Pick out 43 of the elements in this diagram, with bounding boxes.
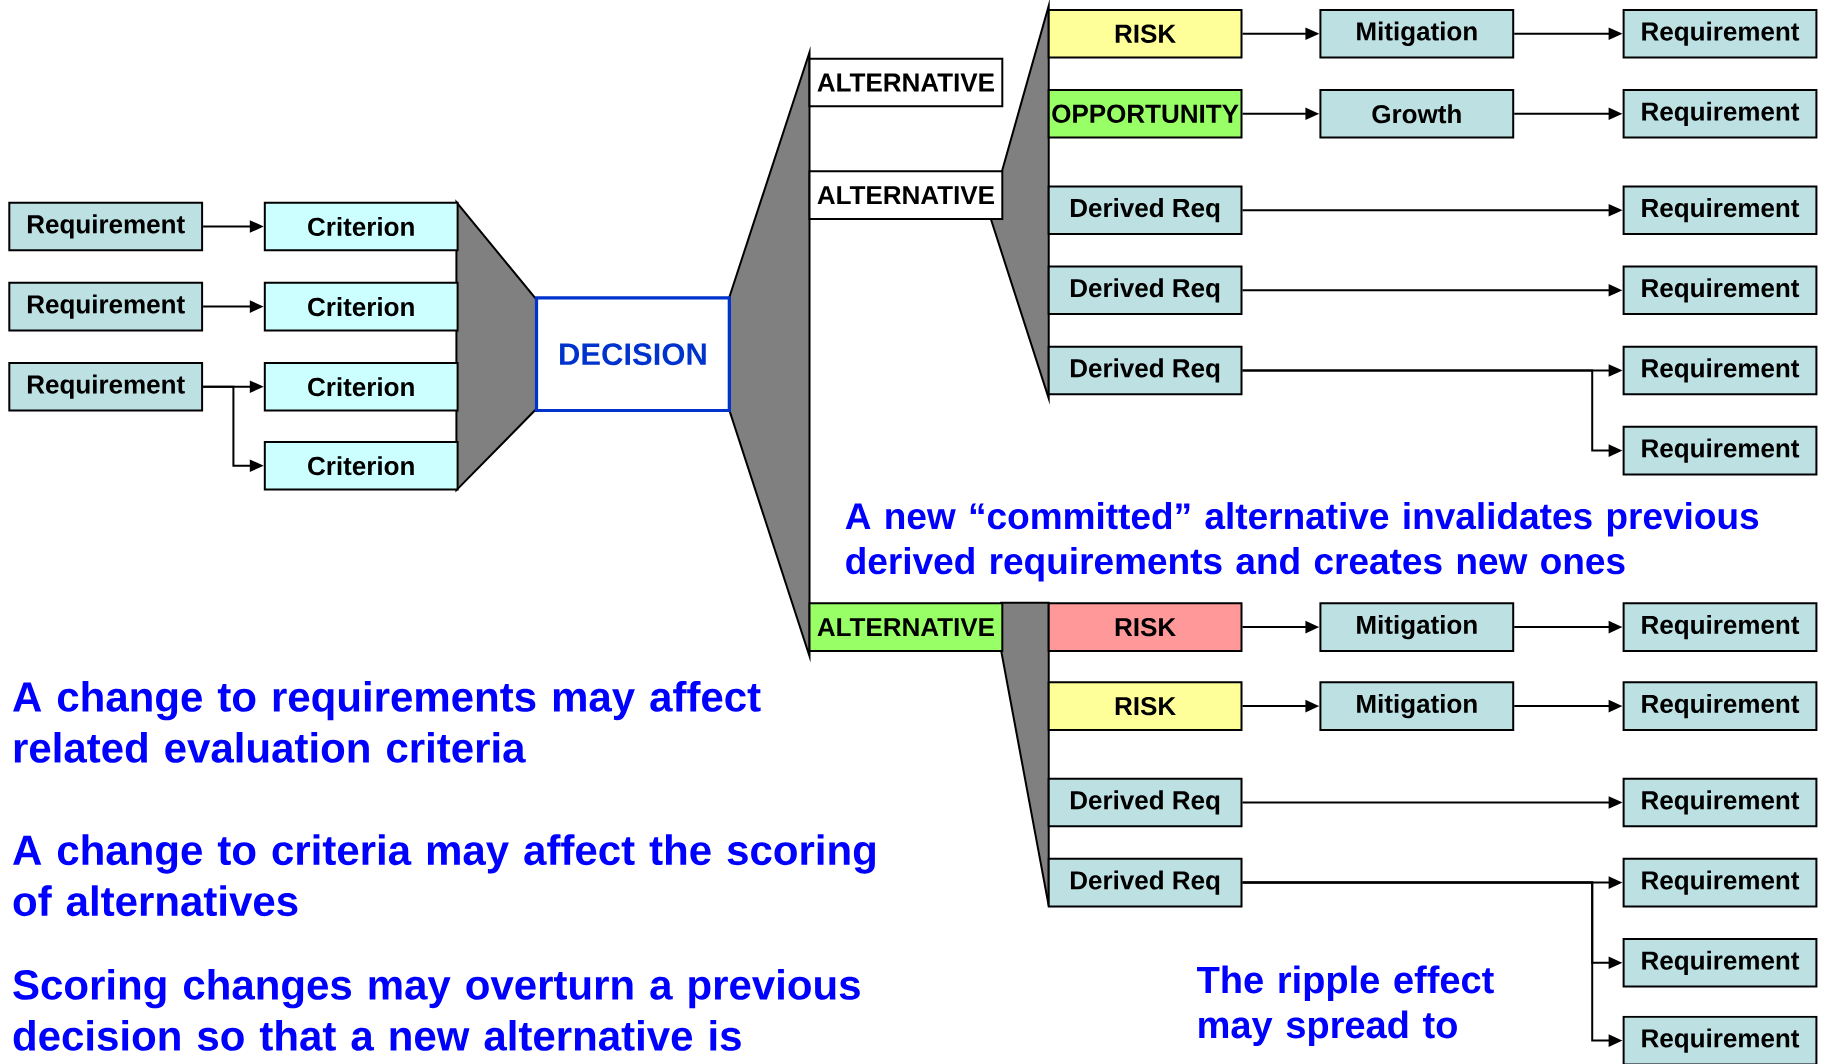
criterion-box: Criterion: [263, 361, 459, 412]
funnel-shape: [728, 46, 811, 663]
funnel-shape: [1000, 601, 1050, 907]
requirement-box: Requirement: [1622, 185, 1818, 235]
note-text: A change to criteria may affect the scoring of alternatives: [13, 834, 875, 917]
requirement-box: Requirement: [1622, 938, 1818, 988]
criterion-box: Criterion: [263, 440, 459, 491]
requirement-box: Requirement: [1622, 777, 1818, 828]
requirement-box: Requirement: [1622, 89, 1818, 139]
requirement-box: Requirement: [1622, 602, 1818, 652]
process-box: Derived Req: [1047, 777, 1243, 828]
opportunity-box: OPPORTUNITY: [1047, 89, 1243, 139]
note-text: The ripple effect may spread to: [1197, 965, 1494, 1046]
process-box: Derived Req: [1047, 857, 1243, 908]
process-box: Mitigation: [1319, 602, 1515, 652]
requirement-box: Requirement: [1622, 8, 1818, 59]
criterion-box: Criterion: [263, 281, 459, 332]
process-box: Derived Req: [1047, 265, 1243, 316]
requirement-box: Requirement: [1622, 345, 1818, 396]
process-box: Mitigation: [1319, 8, 1515, 59]
note-text: A change to requirements may affect related evaluation criteria: [13, 681, 761, 763]
criterion-box: Criterion: [263, 201, 459, 252]
note-text: Scoring changes may overturn a previous decision so that a new alternative is: [13, 969, 860, 1051]
risk-box: RISK: [1047, 8, 1243, 59]
note-text: A new “committed” alternative invalidates previous derived requirements and creates new ones: [845, 502, 1759, 582]
requirement-box: Requirement: [8, 201, 204, 252]
process-box: Mitigation: [1319, 681, 1515, 731]
alternative-box: ALTERNATIVE: [808, 170, 1004, 220]
decision-box: DECISION: [534, 296, 731, 413]
alternative-box: ALTERNATIVE: [808, 57, 1004, 108]
risk-box: RISK: [1047, 602, 1243, 652]
requirement-box: Requirement: [1622, 857, 1818, 908]
requirement-box: Requirement: [1622, 425, 1818, 476]
requirement-box: Requirement: [1622, 1015, 1818, 1064]
process-box: Derived Req: [1047, 185, 1243, 235]
requirement-box: Requirement: [1622, 265, 1818, 316]
requirement-box: Requirement: [1622, 681, 1818, 731]
process-box: Growth: [1319, 89, 1515, 139]
requirement-box: Requirement: [8, 281, 204, 332]
process-box: Derived Req: [1047, 345, 1243, 396]
risk-box: RISK: [1047, 681, 1243, 731]
requirement-box: Requirement: [8, 361, 204, 412]
alternative-box: ALTERNATIVE: [808, 602, 1004, 652]
